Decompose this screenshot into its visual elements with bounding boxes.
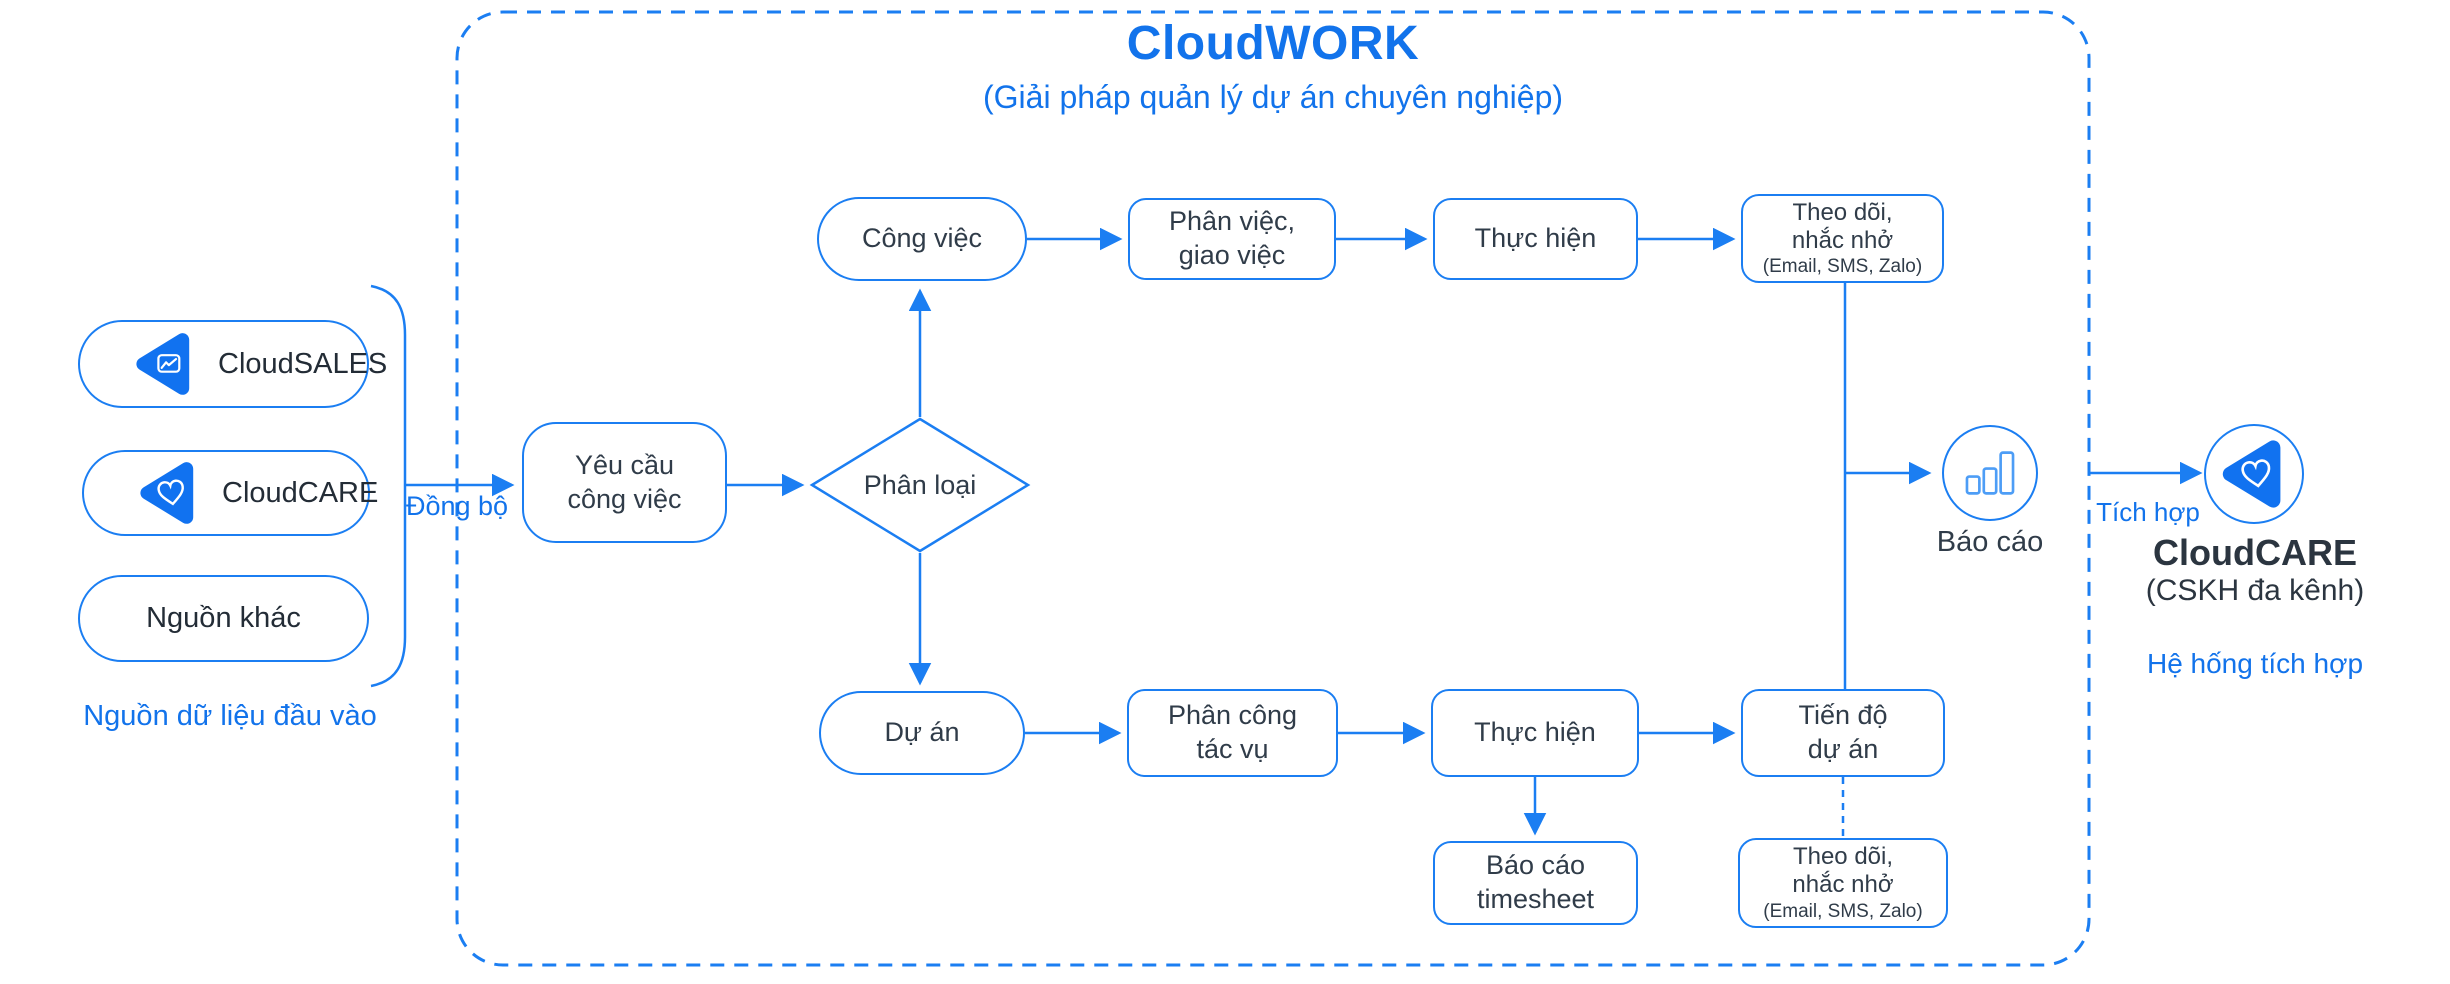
node-text: công việc [567, 483, 682, 514]
page-title: CloudWORK [1126, 17, 1420, 70]
node-text: Theo dõi, [1792, 198, 1893, 226]
node-text: Yêu cầu [574, 449, 675, 480]
node-assign-task: Phân công tác vụ [1127, 689, 1338, 777]
node-subtext: (Email, SMS, Zalo) [1763, 900, 1923, 922]
node-task: Công việc [817, 197, 1027, 281]
node-subtext: (Email, SMS, Zalo) [1762, 256, 1923, 278]
node-text: Thực hiện [1474, 717, 1596, 748]
node-progress: Tiến độ dự án [1741, 689, 1945, 777]
node-text: nhắc nhở [1791, 226, 1894, 254]
cloudcare-triangle-heart-icon [136, 460, 202, 526]
source-pill-cloudcare: CloudCARE [82, 450, 378, 536]
report-circle [1942, 425, 2038, 521]
cloudcare-triangle-heart-icon [2218, 438, 2290, 510]
node-text: Báo cáo [1485, 850, 1586, 881]
node-text: Dự án [884, 717, 960, 748]
node-request: Yêu cầu công việc [522, 422, 727, 543]
source-label: Nguồn khác [146, 602, 301, 634]
cloudcare-logo-circle [2204, 424, 2304, 524]
node-text: Thực hiện [1474, 223, 1597, 254]
node-text: giao việc [1178, 240, 1286, 270]
integration-product-name: CloudCARE [2153, 532, 2357, 573]
report-label: Báo cáo [1936, 526, 2044, 558]
integration-edge-label: Tích hợp [2096, 497, 2200, 527]
node-timesheet: Báo cáo timesheet [1433, 841, 1638, 925]
cloudsales-triangle-chart-icon [132, 331, 198, 397]
node-assign-work: Phân việc, giao việc [1128, 198, 1336, 280]
node-text: Theo dõi, [1792, 843, 1894, 871]
node-text: timesheet [1476, 884, 1595, 914]
node-text: tác vụ [1196, 734, 1269, 764]
source-pill-cloudsales: CloudSALES [78, 320, 387, 408]
node-execute-top: Thực hiện [1433, 198, 1638, 280]
integration-product-subtitle: (CSKH đa kênh) [2145, 574, 2365, 607]
node-text: Tiến độ [1798, 700, 1888, 731]
source-label: CloudCARE [222, 476, 379, 509]
node-follow-top: Theo dõi, nhắc nhở (Email, SMS, Zalo) [1741, 194, 1944, 283]
source-pill-other: Nguồn khác [78, 575, 369, 662]
header: CloudWORK (Giải pháp quản lý dự án chuyê… [457, 16, 2089, 116]
node-classify-label: Phân loại [863, 469, 977, 500]
integration-caption: Hệ hống tích hợp [2146, 648, 2364, 679]
sync-edge-label: Đồng bộ [405, 491, 509, 521]
node-text: nhắc nhở [1792, 871, 1894, 899]
page-subtitle: (Giải pháp quản lý dự án chuyên nghiệp) [982, 79, 1564, 115]
sources-caption: Nguồn dữ liệu đầu vào [83, 700, 377, 732]
node-text: dự án [1807, 734, 1879, 764]
source-label: CloudSALES [218, 347, 388, 380]
node-project: Dự án [819, 691, 1025, 775]
node-follow-bottom: Theo dõi, nhắc nhở (Email, SMS, Zalo) [1738, 838, 1948, 928]
node-text: Phân công [1167, 700, 1298, 731]
node-text: Phân việc, [1168, 206, 1296, 237]
node-execute-bottom: Thực hiện [1431, 689, 1639, 777]
node-text: Công việc [861, 223, 983, 254]
bar-chart-icon [1959, 442, 2021, 504]
